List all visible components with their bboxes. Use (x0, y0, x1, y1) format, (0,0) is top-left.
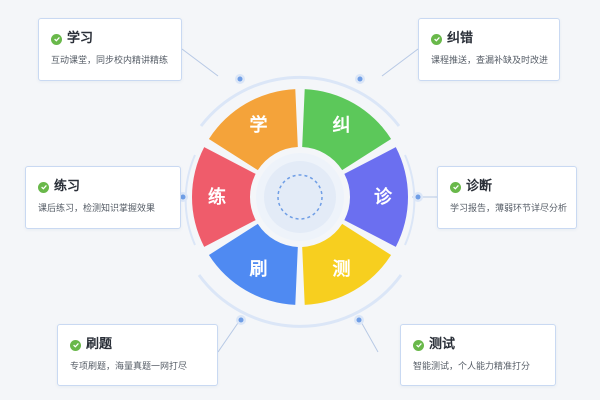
check-icon (450, 181, 461, 193)
check-icon (51, 33, 62, 45)
segment-correct (302, 89, 392, 171)
check-icon (70, 339, 81, 351)
check-icon (413, 339, 424, 351)
card-correct: 纠错 课程推送，查漏补缺及时改进 (418, 18, 560, 81)
connectors (181, 48, 437, 353)
card-description: 智能测试，个人能力精准打分 (413, 362, 531, 372)
card-practice: 练习 课后练习，检测知识掌握效果 (25, 166, 181, 229)
card-description: 课后练习，检测知识掌握效果 (38, 204, 156, 214)
check-icon (431, 33, 442, 45)
card-description: 互动课堂，同步校内精讲精练 (51, 56, 169, 66)
card-drill: 刷题 专项刷题，海量真题一网打尽 (57, 324, 218, 386)
card-title: 诊断 (466, 179, 493, 194)
check-icon (38, 181, 49, 193)
card-learn: 学习 互动课堂，同步校内精讲精练 (38, 18, 182, 81)
segment-label-correct: 纠 (333, 115, 351, 136)
card-title: 学习 (67, 31, 94, 46)
card-test: 测试 智能测试，个人能力精准打分 (400, 324, 556, 386)
segment-label-test: 测 (333, 258, 351, 280)
card-title: 练习 (54, 179, 81, 194)
card-description: 课程推送，查漏补缺及时改进 (431, 56, 549, 66)
card-title: 测试 (429, 337, 456, 352)
connector-dots (178, 74, 423, 325)
segment-practice (191, 147, 256, 247)
segment-learn (208, 89, 298, 171)
card-title: 刷题 (86, 337, 113, 352)
segment-label-learn: 学 (250, 114, 268, 136)
card-description: 专项刷题，海量真题一网打尽 (70, 362, 188, 372)
center-hub (256, 153, 344, 241)
segment-label-practice: 练 (208, 186, 226, 208)
segment-diagnose (344, 147, 408, 247)
wheel-segments: 学 纠诊测 刷 练 (191, 89, 408, 305)
card-title: 纠错 (447, 31, 474, 46)
segment-drill (208, 223, 298, 305)
segment-test (302, 223, 392, 305)
segment-label-drill: 刷 (250, 259, 268, 280)
segment-label-diagnose: 诊 (374, 186, 393, 208)
card-description: 学习报告，薄弱环节详尽分析 (450, 204, 568, 214)
card-diagnose: 诊断 学习报告，薄弱环节详尽分析 (437, 166, 577, 229)
